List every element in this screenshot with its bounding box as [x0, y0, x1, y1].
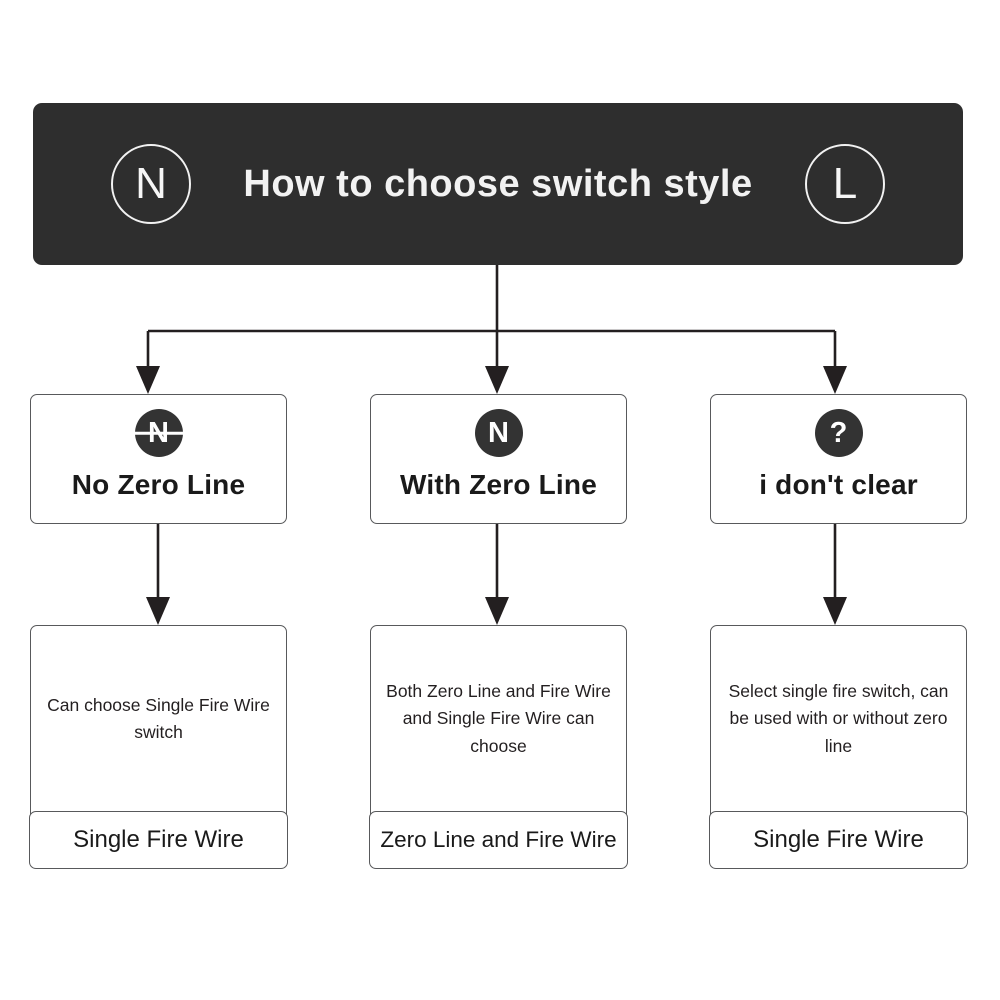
- option-box-with-zero-line[interactable]: N With Zero Line: [370, 394, 627, 524]
- arrowhead: [485, 597, 509, 625]
- header-left-badge-label: N: [135, 159, 167, 208]
- circle-l-icon: L: [805, 144, 885, 224]
- arrowhead: [136, 366, 160, 394]
- header-banner: N How to choose switch style L: [33, 103, 963, 265]
- result-description: Select single fire switch, can be used w…: [728, 681, 949, 756]
- badge-glyph: ?: [829, 416, 848, 449]
- circle-n-icon: N: [111, 144, 191, 224]
- option-label: i don't clear: [759, 469, 918, 500]
- result-box-with-zero-line: Both Zero Line and Fire Wire and Single …: [369, 625, 628, 869]
- arrowhead: [485, 366, 509, 394]
- option-label: With Zero Line: [400, 469, 597, 500]
- circle-n-icon: N: [474, 409, 523, 457]
- result-footer-label: Single Fire Wire: [29, 810, 288, 869]
- strikethrough-line: [128, 431, 189, 435]
- result-description: Both Zero Line and Fire Wire and Single …: [386, 681, 611, 756]
- circle-question-icon: ?: [814, 409, 863, 457]
- arrowhead: [146, 597, 170, 625]
- option-box-no-zero-line[interactable]: N No Zero Line: [30, 394, 287, 524]
- header-right-badge-label: L: [832, 159, 858, 208]
- option-box-i-dont-clear[interactable]: ? i don't clear: [710, 394, 967, 524]
- result-box-no-zero-line: Can choose Single Fire Wire switch Singl…: [29, 625, 288, 869]
- option-label: No Zero Line: [71, 469, 246, 500]
- result-box-i-dont-clear: Select single fire switch, can be used w…: [709, 625, 968, 869]
- header-content: N How to choose switch style L: [33, 144, 963, 224]
- arrowhead: [823, 597, 847, 625]
- result-description: Can choose Single Fire Wire switch: [47, 694, 270, 742]
- circle-n-struck-icon: N: [128, 409, 189, 457]
- page-title: How to choose switch style: [243, 162, 753, 205]
- result-footer-label: Zero Line and Fire Wire: [369, 810, 628, 869]
- badge-glyph: N: [488, 416, 509, 449]
- arrowhead: [823, 366, 847, 394]
- result-footer-label: Single Fire Wire: [709, 810, 968, 869]
